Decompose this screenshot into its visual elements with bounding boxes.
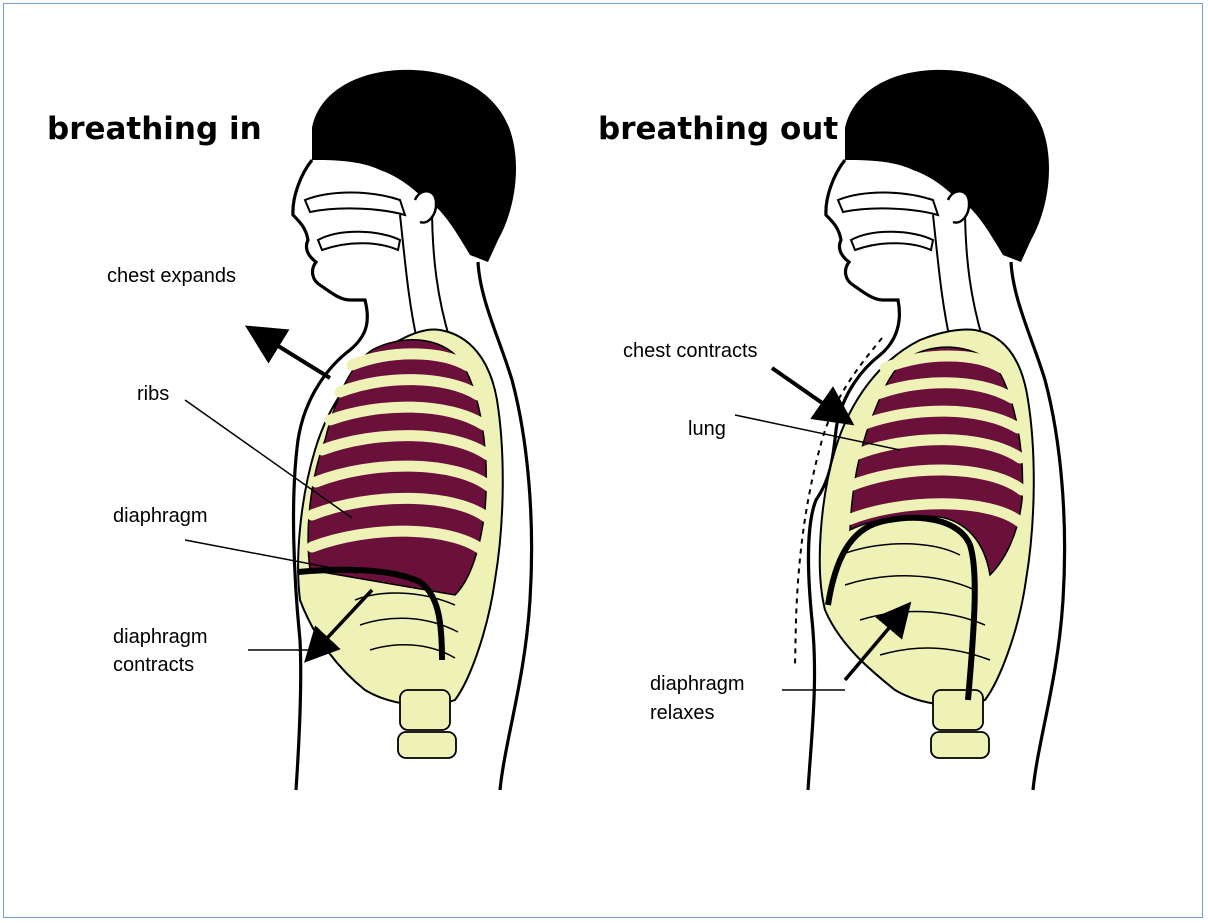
left-title: breathing in [47, 111, 262, 147]
label-chest-expands: chest expands [107, 265, 236, 287]
label-chest-contracts: chest contracts [623, 340, 758, 362]
right-ear [948, 191, 969, 222]
label-diaphragm-contracts-line1: diaphragm [113, 626, 208, 648]
left-chest-arrow [262, 336, 330, 378]
right-nasal-cavity [838, 193, 938, 216]
label-diaphragm-relaxes-line2: relaxes [650, 702, 714, 724]
label-lung: lung [688, 418, 726, 440]
right-figure [735, 70, 1065, 790]
right-title: breathing out [598, 111, 838, 147]
left-ear [415, 191, 436, 222]
left-spine [398, 690, 456, 758]
left-figure [185, 70, 532, 790]
right-airway [933, 205, 983, 345]
right-spine [931, 690, 989, 758]
label-ribs: ribs [137, 383, 169, 405]
right-chest-arrow [772, 368, 838, 414]
right-oral-cavity [851, 232, 933, 250]
label-diaphragm: diaphragm [113, 505, 208, 527]
left-airway [400, 205, 450, 345]
label-diaphragm-relaxes-line1: diaphragm [650, 673, 745, 695]
label-diaphragm-contracts-line2: contracts [113, 654, 194, 676]
left-nasal-cavity [305, 193, 405, 216]
left-oral-cavity [318, 232, 400, 250]
